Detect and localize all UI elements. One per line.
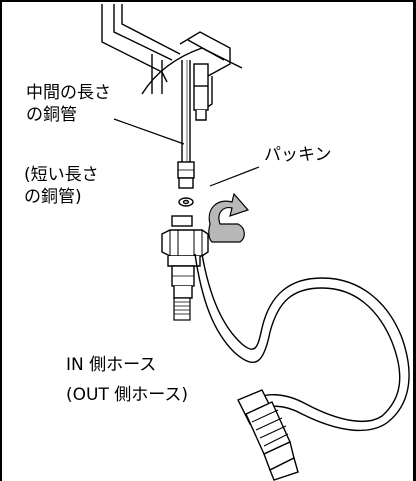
short-pipe-label-line1: (短い長さ	[24, 165, 99, 185]
flexible-hose	[194, 253, 410, 432]
mounting-bracket	[101, 4, 243, 113]
out-hose-label: (OUT 側ホース)	[66, 385, 189, 405]
hose-connector	[237, 389, 299, 481]
middle-pipe-leader	[113, 118, 185, 145]
ribbed-hose-end	[173, 297, 191, 321]
packing-leader	[209, 166, 260, 187]
rotate-clockwise-arrow-icon	[208, 192, 250, 243]
packing-label: パッキン	[264, 145, 332, 165]
pipe-nut	[177, 161, 195, 189]
packing-washer	[178, 197, 194, 207]
hose-coupling	[161, 215, 209, 299]
hose-label: IN 側ホース (OUT 側ホース)	[66, 354, 188, 406]
middle-pipe-label-line1: 中間の長さ	[26, 83, 111, 103]
in-hose-label: IN 側ホース	[66, 355, 157, 375]
upper-fitting	[193, 63, 209, 121]
leader-lines	[113, 118, 260, 187]
short-pipe-label: (短い長さ の銅管)	[24, 164, 99, 208]
middle-pipe-label-line2: の銅管	[26, 105, 77, 125]
middle-pipe-label: 中間の長さ の銅管	[26, 82, 111, 126]
short-pipe-label-line2: の銅管)	[24, 187, 82, 207]
copper-pipe	[181, 60, 191, 164]
